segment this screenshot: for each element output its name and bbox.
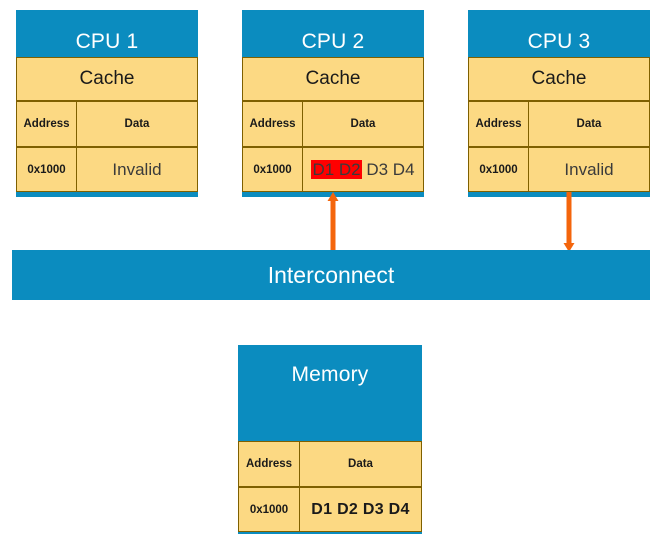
cpu1-header-address-cell: Address (17, 102, 77, 146)
memory-data-value: D1 D2 D3 D4 (311, 500, 410, 518)
connector-cpu3-arrow-down (562, 192, 576, 252)
cpu2-data-cell: D1 D2 D3 D4 (303, 148, 423, 191)
memory-header-address-cell: Address (239, 442, 300, 486)
cpu1-header-data-cell: Data (77, 102, 197, 146)
cpu1-cache-panel: Cache (16, 57, 198, 101)
cpu1-data-value: Invalid (112, 159, 162, 179)
cpu1-table-data-row: 0x1000 Invalid (16, 147, 198, 192)
memory-address-value: 0x1000 (249, 503, 289, 516)
cpu3-header-data-cell: Data (529, 102, 649, 146)
cpu1-header-data-label: Data (124, 118, 150, 130)
cpu1-cache-label: Cache (79, 68, 135, 89)
cpu2-header-data-cell: Data (303, 102, 423, 146)
cpu2-title: CPU 2 (301, 30, 365, 53)
cpu2-table-header-row: Address Data (242, 101, 424, 147)
memory-table-data-row: 0x1000 D1 D2 D3 D4 (238, 487, 422, 532)
cpu1-data-cell: Invalid (77, 148, 197, 191)
cpu1-address-value: 0x1000 (27, 163, 66, 176)
cpu2-table-data-row: 0x1000 D1 D2 D3 D4 (242, 147, 424, 192)
cpu3-title: CPU 3 (527, 30, 591, 53)
memory-title: Memory (291, 363, 369, 386)
cpu2-cache-label: Cache (305, 68, 361, 89)
memory-header-data-cell: Data (300, 442, 421, 486)
cpu2-header-address-cell: Address (243, 102, 303, 146)
arrow-up-icon (327, 192, 339, 252)
cpu3-table-data-row: 0x1000 Invalid (468, 147, 650, 192)
interconnect-bar[interactable]: Interconnect (12, 250, 650, 300)
memory-table-header-row: Address Data (238, 441, 422, 487)
cpu2-address-cell: 0x1000 (243, 148, 303, 191)
memory-header-data-label: Data (348, 458, 373, 470)
cpu1-title: CPU 1 (75, 30, 139, 53)
arrow-down-icon (563, 192, 575, 252)
cpu3-data-cell: Invalid (529, 148, 649, 191)
cpu2-data-highlighted: D1 D2 (311, 159, 362, 179)
memory-address-cell: 0x1000 (239, 488, 300, 531)
cpu2-data-value-composite: D1 D2 D3 D4 (311, 159, 415, 180)
cpu2-cache-panel: Cache (242, 57, 424, 101)
cpu3-header-address-cell: Address (469, 102, 529, 146)
connector-cpu2-arrow-up (326, 192, 340, 252)
cpu1-table-header-row: Address Data (16, 101, 198, 147)
cpu1-header-address-label: Address (23, 118, 70, 130)
cpu2-address-value: 0x1000 (253, 163, 292, 176)
cpu3-cache-panel: Cache (468, 57, 650, 101)
interconnect-label: Interconnect (267, 261, 395, 288)
cpu1-address-cell: 0x1000 (17, 148, 77, 191)
cpu3-table-header-row: Address Data (468, 101, 650, 147)
cpu2-header-data-label: Data (350, 118, 376, 130)
memory-header-address-label: Address (245, 458, 293, 470)
cpu2-data-rest: D3 D4 (361, 159, 415, 179)
cpu3-data-value: Invalid (564, 159, 614, 179)
cpu3-cache-label: Cache (531, 68, 587, 89)
cpu3-address-value: 0x1000 (479, 163, 518, 176)
cpu2-header-address-label: Address (249, 118, 296, 130)
memory-data-cell: D1 D2 D3 D4 (300, 488, 421, 531)
cpu3-header-data-label: Data (576, 118, 602, 130)
cpu3-address-cell: 0x1000 (469, 148, 529, 191)
cpu3-header-address-label: Address (475, 118, 522, 130)
